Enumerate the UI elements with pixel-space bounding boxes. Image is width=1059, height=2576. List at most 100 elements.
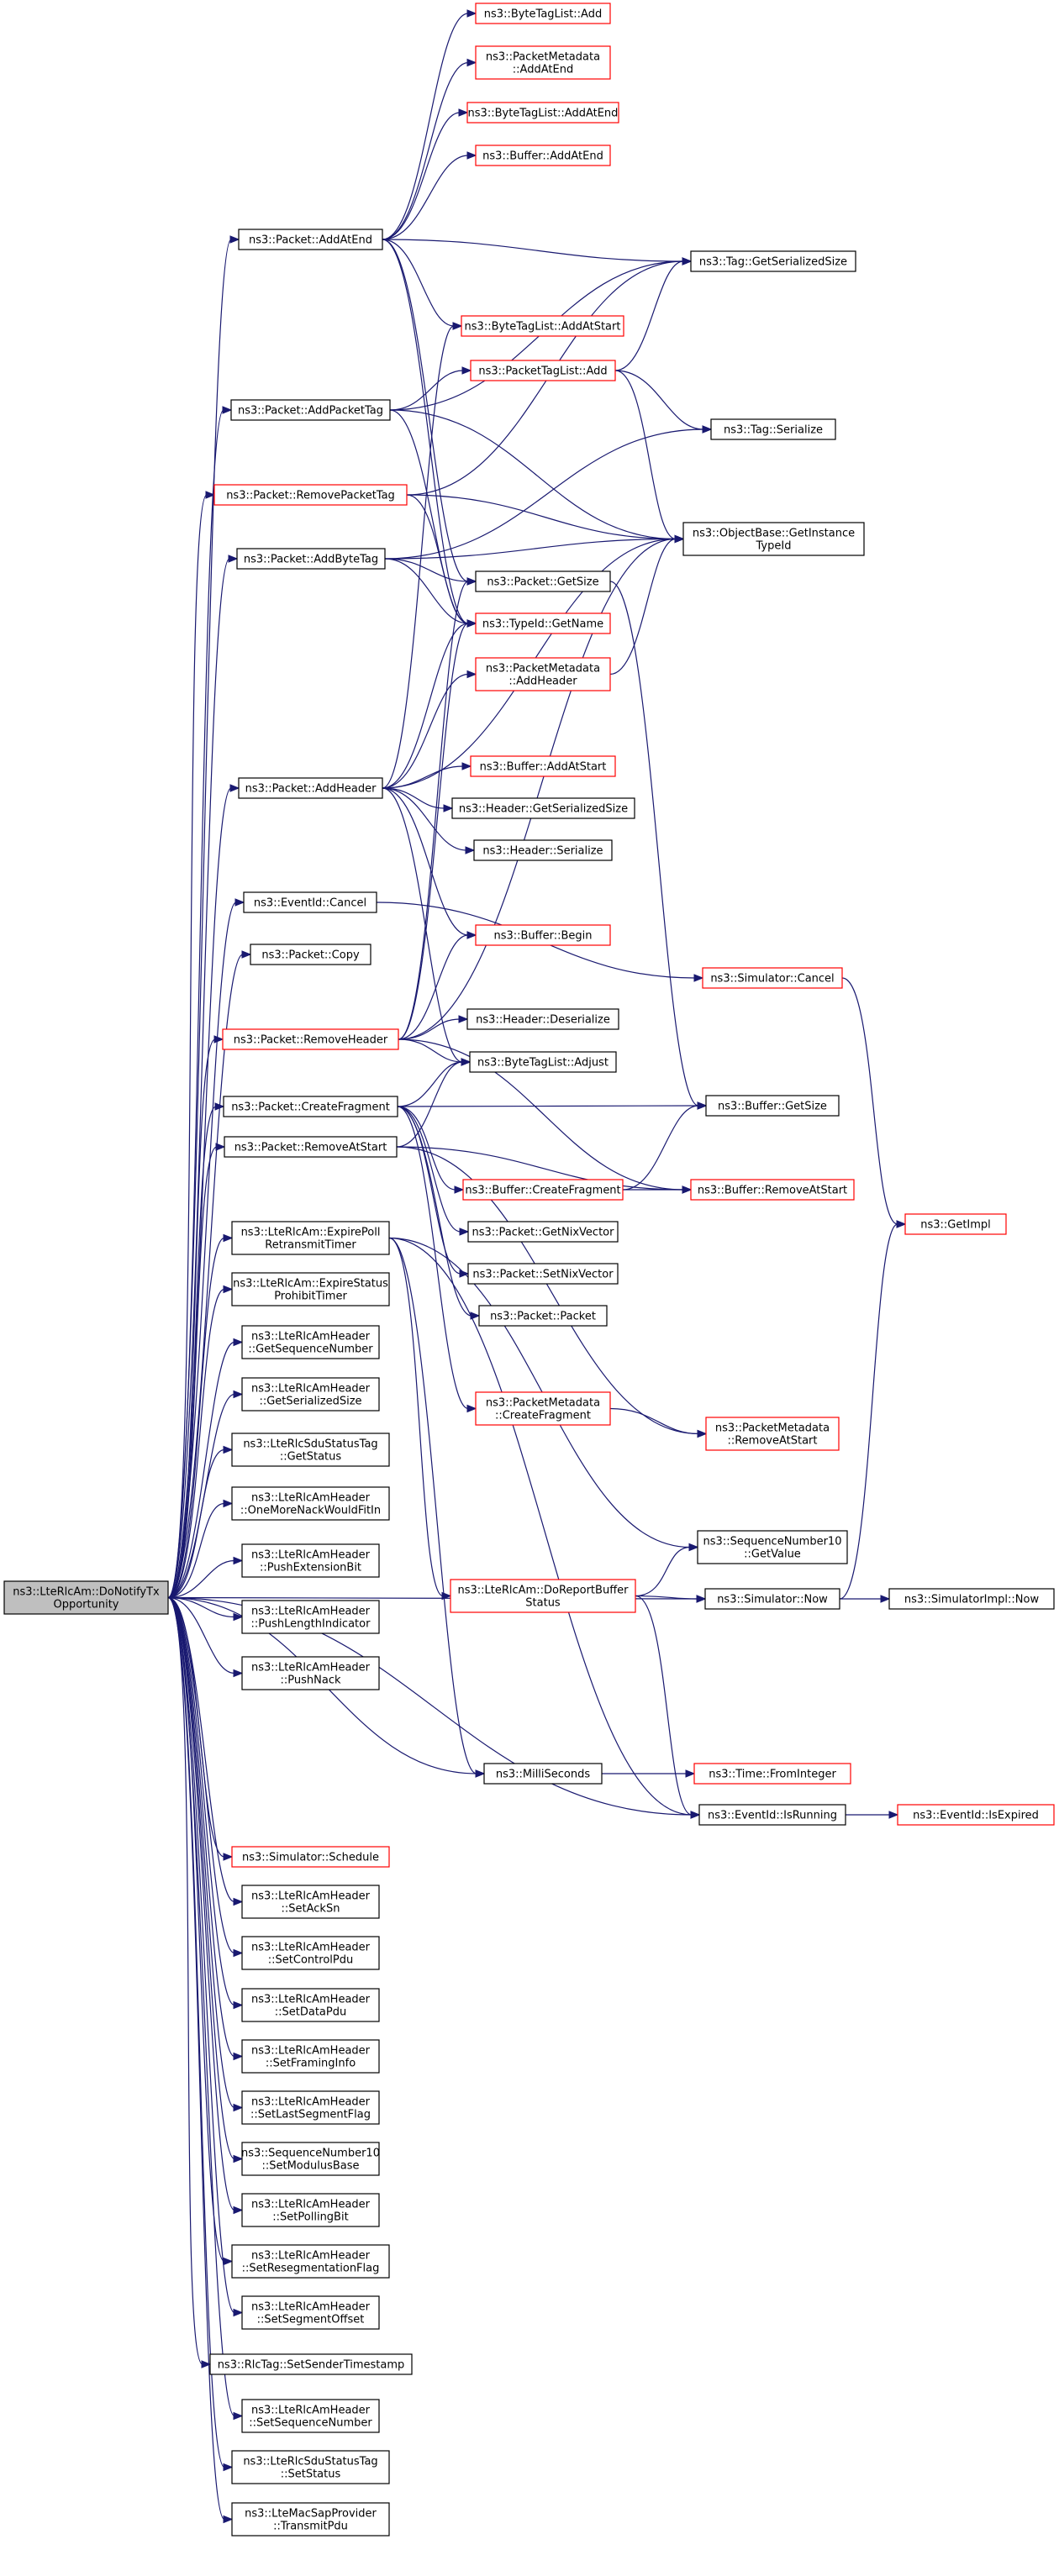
node-pkt-addheader[interactable]: ns3::Packet::AddHeader xyxy=(238,777,383,799)
edge-pkt_removeatstart-to-pm_removeatstart xyxy=(396,1146,699,1435)
edge-pkt_removepackettag-to-typeid_getname xyxy=(406,494,469,624)
arrowhead-icon xyxy=(229,784,240,792)
node-pkt-removeatstart[interactable]: ns3::Packet::RemoveAtStart xyxy=(224,1136,398,1158)
node-sdu-setstatus[interactable]: ns3::LteRlcSduStatusTag::SetStatus xyxy=(231,2450,390,2484)
node-label: ns3::Packet::CreateFragment xyxy=(231,1101,390,1114)
node-milliseconds[interactable]: ns3::MilliSeconds xyxy=(483,1763,603,1785)
node-pm-addheader[interactable]: ns3::PacketMetadata::AddHeader xyxy=(475,657,611,691)
node-pkt-getsize[interactable]: ns3::Packet::GetSize xyxy=(475,570,611,592)
node-hdr-serialize[interactable]: ns3::Header::Serialize xyxy=(473,839,613,861)
node-label: ::AddHeader xyxy=(508,676,577,688)
node-btl-adjust[interactable]: ns3::ByteTagList::Adjust xyxy=(469,1051,617,1073)
node-amh-setreseg[interactable]: ns3::LteRlcAmHeader::SetResegmentationFl… xyxy=(231,2244,390,2279)
node-box xyxy=(3,1580,169,1615)
node-ptl-add[interactable]: ns3::PacketTagList::Add xyxy=(470,360,616,381)
node-amh-setpolling[interactable]: ns3::LteRlcAmHeader::SetPollingBit xyxy=(241,2193,380,2227)
node-label: ns3::LteRlcAm::ExpirePoll xyxy=(241,1227,381,1239)
node-amh-setframing[interactable]: ns3::LteRlcAmHeader::SetFramingInfo xyxy=(241,2039,380,2074)
node-buf-getsize[interactable]: ns3::Buffer::GetSize xyxy=(705,1095,840,1117)
node-pkt-addatend[interactable]: ns3::Packet::AddAtEnd xyxy=(238,229,383,250)
node-evt-cancel[interactable]: ns3::EventId::Cancel xyxy=(243,891,377,913)
node-pkt-copy[interactable]: ns3::Packet::Copy xyxy=(250,944,371,965)
node-sim-now[interactable]: ns3::Simulator::Now xyxy=(704,1588,840,1610)
node-amh-getser[interactable]: ns3::LteRlcAmHeader::GetSerializedSize xyxy=(241,1377,380,1412)
node-pm-addatend[interactable]: ns3::PacketMetadata::AddAtEnd xyxy=(475,45,611,80)
node-hdr-deserialize[interactable]: ns3::Header::Deserialize xyxy=(466,1008,619,1030)
node-hdr-getser[interactable]: ns3::Header::GetSerializedSize xyxy=(451,797,635,819)
node-sn10-getvalue[interactable]: ns3::SequenceNumber10::GetValue xyxy=(697,1530,848,1564)
node-box xyxy=(450,1579,636,1613)
node-sn10-setmod[interactable]: ns3::SequenceNumber10::SetModulusBase xyxy=(241,2142,380,2176)
node-evt-isexpired[interactable]: ns3::EventId::IsExpired xyxy=(897,1804,1055,1826)
node-sim-schedule[interactable]: ns3::Simulator::Schedule xyxy=(231,1846,390,1868)
node-buf-addatend[interactable]: ns3::Buffer::AddAtEnd xyxy=(475,145,611,166)
arrowhead-icon xyxy=(233,1669,244,1678)
node-pkt-createfragment[interactable]: ns3::Packet::CreateFragment xyxy=(223,1096,398,1117)
node-label: ns3::Header::Deserialize xyxy=(476,1014,610,1027)
node-tag-getser[interactable]: ns3::Tag::GetSerializedSize xyxy=(690,250,856,272)
node-pkt-setnix[interactable]: ns3::Packet::SetNixVector xyxy=(467,1263,619,1285)
node-amh-setsegoff[interactable]: ns3::LteRlcAmHeader::SetSegmentOffset xyxy=(241,2295,380,2330)
node-amh-onemore[interactable]: ns3::LteRlcAmHeader::OneMoreNackWouldFit… xyxy=(231,1486,390,1521)
node-amh-pushlen[interactable]: ns3::LteRlcAmHeader::PushLengthIndicator xyxy=(241,1600,380,1634)
node-amh-getseq[interactable]: ns3::LteRlcAmHeader::GetSequenceNumber xyxy=(241,1325,380,1359)
node-box xyxy=(241,1325,380,1359)
node-pkt-addpackettag[interactable]: ns3::Packet::AddPacketTag xyxy=(230,399,391,421)
node-pkt-packet[interactable]: ns3::Packet::Packet xyxy=(478,1305,608,1327)
node-label: ns3::Packet::Copy xyxy=(261,949,360,962)
edge-pkt_removeheader-to-typeid_getname xyxy=(398,623,469,1040)
edge-lte_expirepoll-to-lte_doreport xyxy=(388,1237,444,1597)
node-box xyxy=(231,2502,390,2537)
node-rlctag-setsender[interactable]: ns3::RlcTag::SetSenderTimestamp xyxy=(209,2353,413,2375)
node-sdu-getstatus[interactable]: ns3::LteRlcSduStatusTag::GetStatus xyxy=(231,1433,390,1467)
node-amh-setdata[interactable]: ns3::LteRlcAmHeader::SetDataPdu xyxy=(241,1988,380,2022)
node-amh-setseq[interactable]: ns3::LteRlcAmHeader::SetSequenceNumber xyxy=(241,2399,380,2433)
node-buf-removeatstart[interactable]: ns3::Buffer::RemoveAtStart xyxy=(690,1179,855,1201)
node-pm-removeatstart[interactable]: ns3::PacketMetadata::RemoveAtStart xyxy=(705,1417,840,1451)
node-simimpl-now[interactable]: ns3::SimulatorImpl::Now xyxy=(888,1588,1055,1610)
node-buf-createfragment[interactable]: ns3::Buffer::CreateFragment xyxy=(462,1179,624,1201)
node-pkt-addbytetag[interactable]: ns3::Packet::AddByteTag xyxy=(236,548,386,570)
node-amh-pushnack[interactable]: ns3::LteRlcAmHeader::PushNack xyxy=(241,1656,380,1690)
node-amh-setackSn[interactable]: ns3::LteRlcAmHeader::SetAckSn xyxy=(241,1885,380,1919)
node-pm-createfragment[interactable]: ns3::PacketMetadata::CreateFragment xyxy=(475,1391,611,1426)
node-mac-transmitpdu[interactable]: ns3::LteMacSapProvider::TransmitPdu xyxy=(231,2502,390,2537)
node-pkt-removeheader[interactable]: ns3::Packet::RemoveHeader xyxy=(222,1028,399,1050)
arrowhead-icon xyxy=(233,2205,244,2215)
node-label: ::GetValue xyxy=(744,1548,801,1561)
node-btl-add[interactable]: ns3::ByteTagList::Add xyxy=(475,3,611,24)
edge-pkt_addheader-to-buf_begin xyxy=(382,787,469,936)
node-buf-addatstart[interactable]: ns3::Buffer::AddAtStart xyxy=(470,755,616,777)
node-amh-setcontrol[interactable]: ns3::LteRlcAmHeader::SetControlPdu xyxy=(241,1936,380,1970)
node-label: ::SetSequenceNumber xyxy=(249,2417,372,2430)
node-time-frominteger[interactable]: ns3::Time::FromInteger xyxy=(693,1763,851,1785)
node-getimpl[interactable]: ns3::GetImpl xyxy=(904,1213,1007,1235)
arrowhead-icon xyxy=(233,1948,244,1958)
arrowhead-icon xyxy=(233,1897,244,1906)
node-amh-setlastseg[interactable]: ns3::LteRlcAmHeader::SetLastSegmentFlag xyxy=(241,2090,380,2125)
node-sim-cancel[interactable]: ns3::Simulator::Cancel xyxy=(702,967,843,989)
node-tag-serialize[interactable]: ns3::Tag::Serialize xyxy=(710,418,836,440)
edge-sim_cancel-to-getimpl xyxy=(841,977,898,1225)
node-buf-begin[interactable]: ns3::Buffer::Begin xyxy=(475,924,611,946)
node-box xyxy=(462,1179,624,1201)
node-btl-addatend[interactable]: ns3::ByteTagList::AddAtEnd xyxy=(466,102,619,124)
node-box xyxy=(250,944,371,965)
node-amh-pushext[interactable]: ns3::LteRlcAmHeader::PushExtensionBit xyxy=(241,1543,380,1578)
node-label: ns3::LteRlcAmHeader xyxy=(251,2096,371,2109)
node-label: ::SetResegmentationFlag xyxy=(242,2263,380,2275)
node-box xyxy=(238,229,383,250)
node-typeid-getname[interactable]: ns3::TypeId::GetName xyxy=(475,612,611,634)
node-evt-isrunning[interactable]: ns3::EventId::IsRunning xyxy=(698,1804,846,1826)
arrowhead-icon xyxy=(458,1015,469,1023)
node-pkt-removepackettag[interactable]: ns3::Packet::RemovePacketTag xyxy=(213,484,408,506)
node-btl-addatstart[interactable]: ns3::ByteTagList::AddAtStart xyxy=(461,315,624,337)
node-box xyxy=(213,484,408,506)
arrowhead-icon xyxy=(233,2154,244,2163)
node-pkt-getnix[interactable]: ns3::Packet::GetNixVector xyxy=(467,1221,619,1243)
